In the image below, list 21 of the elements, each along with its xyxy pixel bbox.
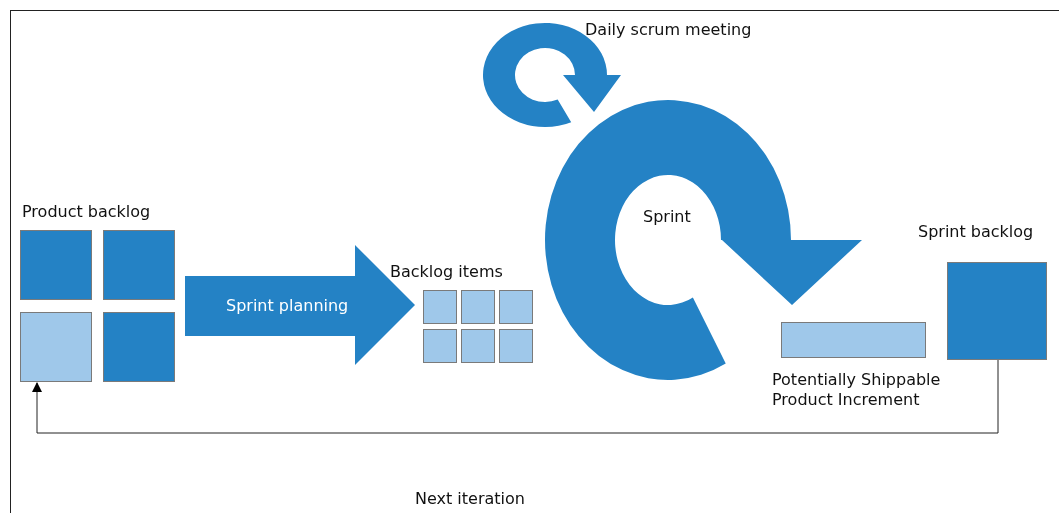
text-label: Sprint backlog	[918, 222, 1035, 242]
backlog-square	[947, 262, 1047, 360]
backlog-square	[20, 230, 92, 300]
backlog-square	[423, 329, 457, 363]
backlog-square	[461, 329, 495, 363]
text-label: Backlog items	[390, 262, 504, 282]
connector-arrow	[32, 359, 999, 434]
text-label: Potentially Shippable Product Increment	[772, 370, 942, 410]
text-label: Product backlog	[22, 202, 152, 222]
backlog-square	[461, 290, 495, 324]
text-label: Next iteration	[415, 489, 526, 509]
backlog-square	[423, 290, 457, 324]
text-label: Daily scrum meeting	[585, 20, 753, 40]
backlog-square	[20, 312, 92, 382]
backlog-square	[499, 290, 533, 324]
cycle-label: Sprint	[643, 207, 691, 227]
backlog-square	[103, 312, 175, 382]
increment-bar	[781, 322, 926, 358]
arrow-label: Sprint planning	[226, 296, 349, 316]
backlog-square	[103, 230, 175, 300]
backlog-square	[499, 329, 533, 363]
